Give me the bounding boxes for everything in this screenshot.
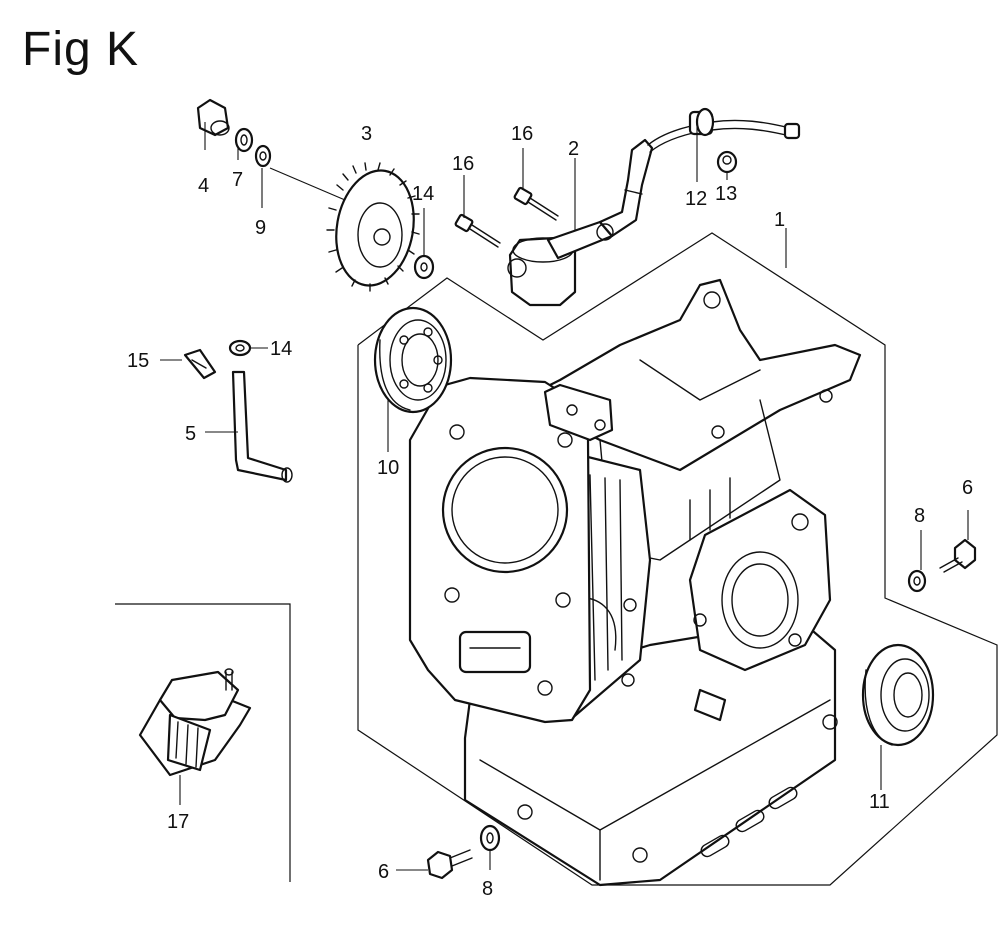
callout-14-upper: 14 xyxy=(412,183,434,205)
callout-15: 15 xyxy=(127,350,149,372)
bolt-part-6-right xyxy=(939,538,977,573)
callout-2: 2 xyxy=(568,138,579,160)
callout-8-right: 8 xyxy=(914,505,925,527)
inset-frame xyxy=(115,603,291,882)
washer-part-8-bottom xyxy=(479,824,501,852)
seal-part-12 xyxy=(695,107,715,137)
callout-17: 17 xyxy=(167,811,189,833)
figure-title: Fig K xyxy=(22,23,140,76)
callout-16-upper: 16 xyxy=(511,123,533,145)
insulator-part-17 xyxy=(138,668,252,777)
callout-8-bottom: 8 xyxy=(482,878,493,900)
callout-labels: 1 2 3 4 5 6 6 7 8 8 9 10 11 12 13 14 14 … xyxy=(127,123,973,900)
callout-1: 1 xyxy=(774,209,785,231)
callout-4: 4 xyxy=(198,175,209,197)
cap-part-13 xyxy=(716,150,738,174)
callout-6-bottom: 6 xyxy=(378,861,389,883)
breather-tube-part-5 xyxy=(231,370,293,483)
callout-3: 3 xyxy=(361,123,372,145)
washer-part-7 xyxy=(234,127,254,153)
callout-10: 10 xyxy=(377,457,399,479)
bolt-part-16-upper xyxy=(513,186,559,221)
washer-part-14-left xyxy=(228,339,252,357)
callout-5: 5 xyxy=(185,423,196,445)
callout-12: 12 xyxy=(685,188,707,210)
governor-holder-part-4 xyxy=(196,98,230,137)
callout-16-lower: 16 xyxy=(452,153,474,175)
oil-seal-part-10 xyxy=(373,306,453,414)
washer-part-8-right xyxy=(907,569,927,593)
crankcase-group-frame xyxy=(357,232,998,886)
callout-6-right: 6 xyxy=(962,477,973,499)
bolt-part-16-lower xyxy=(454,213,501,248)
callout-14-left: 14 xyxy=(270,338,292,360)
oil-seal-part-11 xyxy=(861,643,935,747)
washer-part-14-upper xyxy=(413,254,435,280)
callout-9: 9 xyxy=(255,217,266,239)
callout-13: 13 xyxy=(715,183,737,205)
callout-11: 11 xyxy=(869,791,890,813)
callout-7: 7 xyxy=(232,169,243,191)
pin-part-9 xyxy=(254,144,272,168)
bolt-part-6-bottom xyxy=(426,849,473,880)
clip-part-15 xyxy=(183,348,217,380)
crankcase-part-1 xyxy=(408,278,862,887)
breather-part-2 xyxy=(507,110,801,307)
governor-gear-part-3 xyxy=(326,162,420,292)
leader-lines xyxy=(160,122,969,871)
